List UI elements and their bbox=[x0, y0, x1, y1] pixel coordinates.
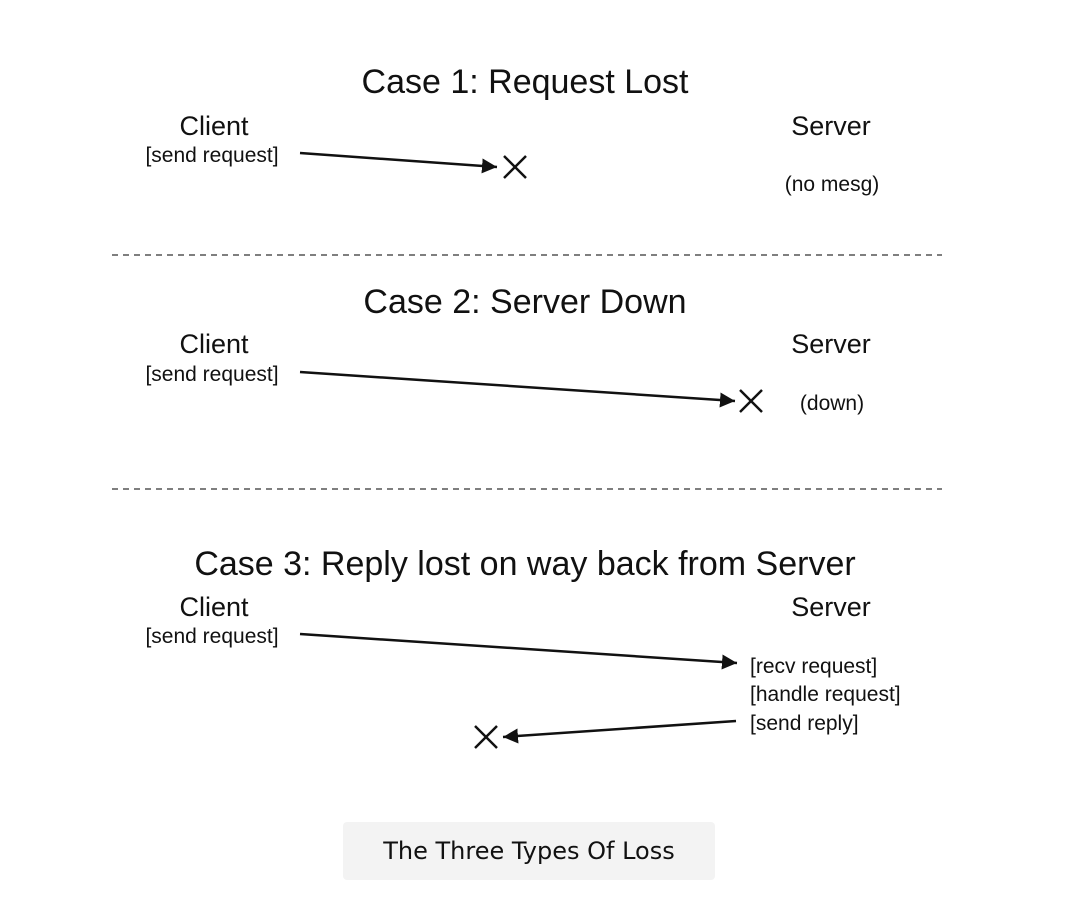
case-2-lost-x-icon bbox=[739, 389, 763, 413]
case-2-client-label: Client bbox=[179, 329, 249, 359]
case-3: Case 3: Reply lost on way back from Serv… bbox=[145, 545, 901, 749]
case-1-lost-x-icon bbox=[503, 155, 527, 179]
case-1: Case 1: Request Lost Client [send reques… bbox=[145, 63, 879, 196]
case-1-client-label: Client bbox=[179, 111, 249, 141]
case-3-title: Case 3: Reply lost on way back from Serv… bbox=[194, 545, 855, 583]
case-3-client-action: [send request] bbox=[145, 625, 278, 648]
case-2-client-action: [send request] bbox=[145, 363, 278, 386]
case-2: Case 2: Server Down Client [send request… bbox=[145, 283, 870, 415]
case-3-reply-arrow bbox=[502, 719, 737, 744]
case-1-request-arrow bbox=[299, 151, 498, 174]
case-3-lost-x-icon bbox=[474, 725, 498, 749]
case-2-server-note: (down) bbox=[800, 392, 864, 415]
case-1-client-action: [send request] bbox=[145, 144, 278, 167]
caption-text: The Three Types Of Loss bbox=[383, 837, 675, 865]
case-2-server-label-text: Server bbox=[791, 329, 871, 359]
case-3-server-note-send: [send reply] bbox=[750, 712, 859, 735]
figure-caption: The Three Types Of Loss bbox=[343, 822, 715, 880]
case-1-server-note: (no mesg) bbox=[785, 173, 880, 196]
case-2-request-arrow bbox=[299, 370, 736, 408]
case-1-server-label: Server bbox=[791, 111, 871, 141]
case-3-server-note-handle: [handle request] bbox=[750, 683, 901, 706]
case-3-client-label: Client bbox=[179, 592, 249, 622]
case-2-title: Case 2: Server Down bbox=[363, 283, 686, 321]
case-3-server-label: Server bbox=[791, 592, 871, 622]
case-1-title: Case 1: Request Lost bbox=[362, 63, 690, 101]
case-3-server-note-recv: [recv request] bbox=[750, 655, 877, 678]
case-3-request-arrow bbox=[299, 632, 738, 670]
